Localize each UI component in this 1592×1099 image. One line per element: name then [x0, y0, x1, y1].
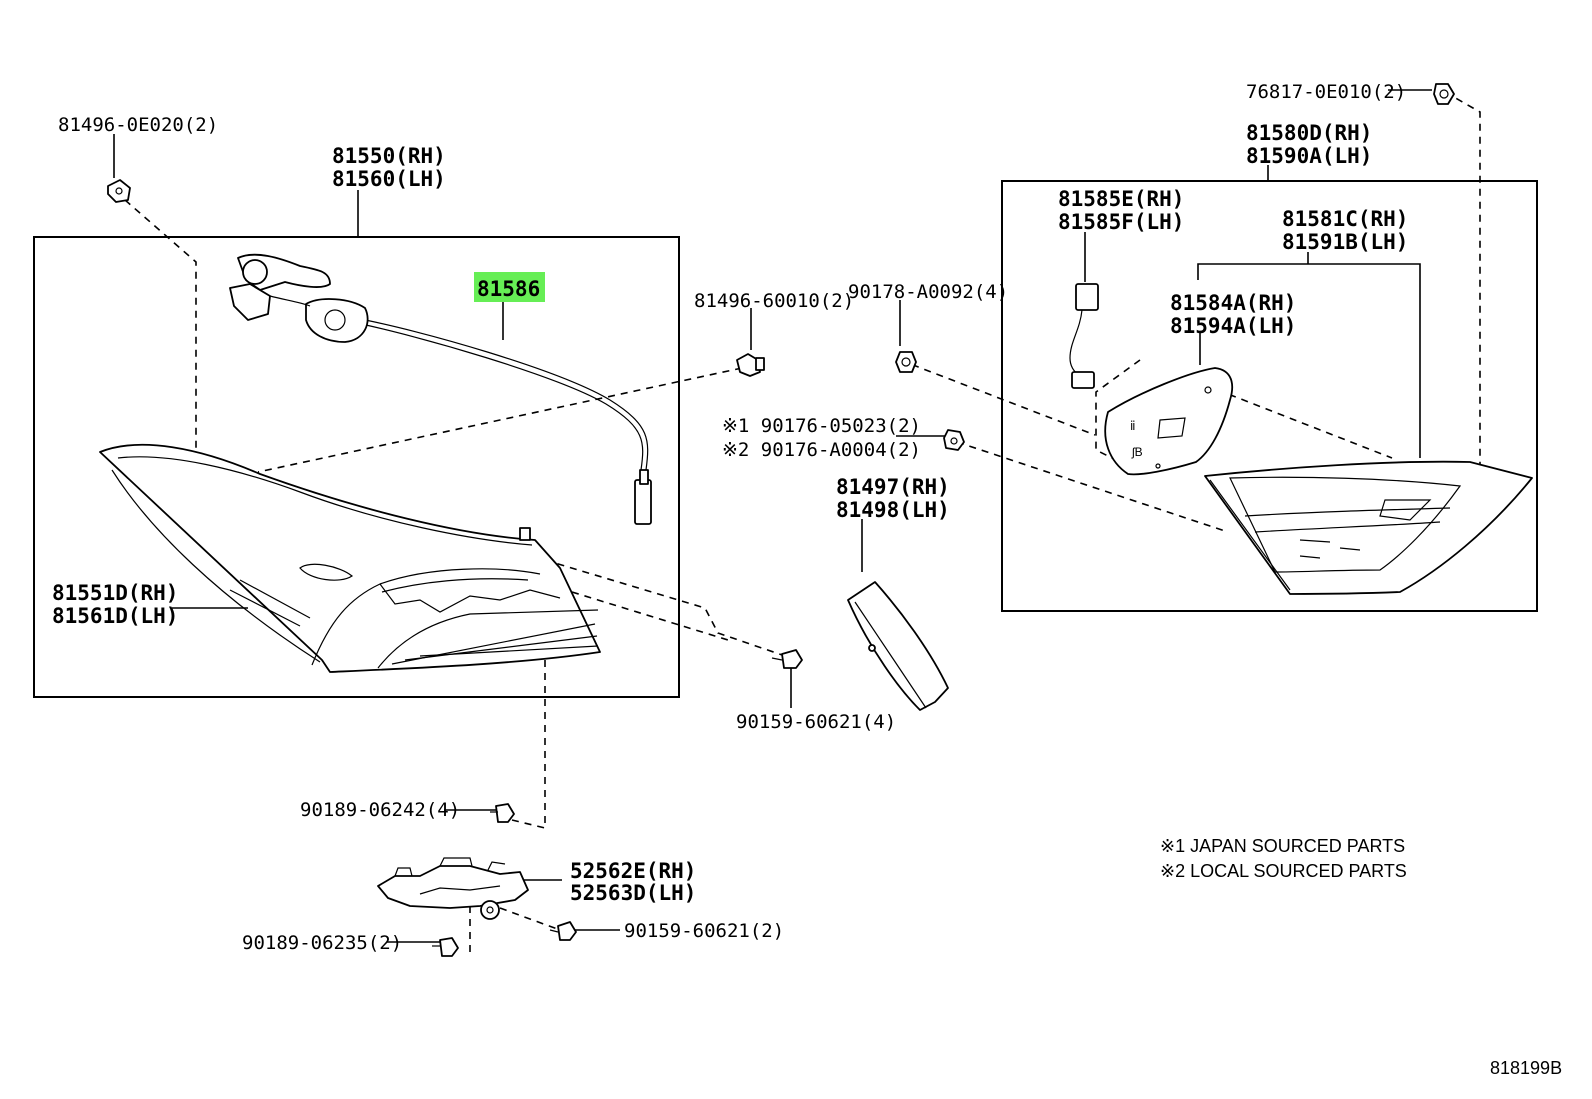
label-81591b[interactable]: 81591B(LH) [1282, 230, 1408, 254]
note-local-sourced: ※2 LOCAL SOURCED PARTS [1160, 861, 1407, 881]
label-90189-06242[interactable]: 90189-06242(4) [300, 799, 460, 821]
part-labels: 81496-0E020(2) 81550(RH) 81560(LH) 81586… [52, 81, 1408, 954]
outer-tail-lamp-assembly [99, 443, 601, 673]
nut-90176-icon [943, 429, 965, 451]
label-52563d[interactable]: 52563D(LH) [570, 881, 696, 905]
label-81581c[interactable]: 81581C(RH) [1282, 207, 1408, 231]
nut-90178-icon [895, 351, 917, 373]
nut-76817-icon [1433, 83, 1455, 105]
label-81550[interactable]: 81550(RH) [332, 144, 446, 168]
note-japan-sourced: ※1 JAPAN SOURCED PARTS [1160, 836, 1405, 856]
label-81590a[interactable]: 81590A(LH) [1246, 144, 1372, 168]
label-81560[interactable]: 81560(LH) [332, 167, 446, 191]
diagram-id: 818199B [1490, 1058, 1562, 1078]
label-76817-0e010[interactable]: 76817-0E010(2) [1246, 81, 1406, 103]
left-assembly-frame [33, 236, 680, 698]
clip-81496-0e020-icon [107, 179, 131, 203]
socket-wire-81585e [1069, 283, 1099, 389]
label-81585e[interactable]: 81585E(RH) [1058, 187, 1184, 211]
label-81585f[interactable]: 81585F(LH) [1058, 210, 1184, 234]
garnish-81497 [847, 581, 949, 711]
label-81497[interactable]: 81497(RH) [836, 475, 950, 499]
svg-text:ⅱ: ⅱ [1130, 419, 1136, 433]
right-assembly-frame [1001, 180, 1538, 612]
label-90189-06235[interactable]: 90189-06235(2) [242, 932, 402, 954]
label-81561d[interactable]: 81561D(LH) [52, 604, 178, 628]
clip-81496-60010-icon [736, 353, 765, 377]
label-81594a[interactable]: 81594A(LH) [1170, 314, 1296, 338]
label-90159-60621-4[interactable]: 90159-60621(4) [736, 711, 896, 733]
screw-90189-06242-icon [490, 803, 515, 823]
label-81496-0e020[interactable]: 81496-0E020(2) [58, 114, 218, 136]
sourcing-notes: ※1 JAPAN SOURCED PARTS ※2 LOCAL SOURCED … [1160, 836, 1407, 881]
label-52562e[interactable]: 52562E(RH) [570, 859, 696, 883]
leader-lines [113, 89, 1432, 943]
screw-90159-2-icon [549, 921, 577, 941]
inner-lamp-assembly [1204, 460, 1533, 595]
label-81580d[interactable]: 81580D(RH) [1246, 121, 1372, 145]
screw-90189-06235-icon [432, 937, 459, 957]
label-90176-05023[interactable]: ※1 90176-05023(2) [722, 415, 921, 437]
dashed-assembly-lines [124, 91, 1481, 955]
svg-text:ʃB: ʃB [1131, 445, 1143, 459]
wire-harness-81586 [229, 253, 652, 525]
label-81584a[interactable]: 81584A(RH) [1170, 291, 1296, 315]
screw-90159-4-icon [771, 649, 803, 669]
label-90178-a0092[interactable]: 90178-A0092(4) [848, 281, 1008, 303]
label-90176-a0004[interactable]: ※2 90176-A0004(2) [722, 439, 921, 461]
fasteners [107, 83, 1455, 957]
part-highlight [474, 272, 545, 302]
label-81586[interactable]: 81586 [477, 277, 540, 301]
label-81496-60010[interactable]: 81496-60010(2) [694, 290, 854, 312]
label-81551d[interactable]: 81551D(RH) [52, 581, 178, 605]
label-90159-60621-2[interactable]: 90159-60621(2) [624, 920, 784, 942]
bracket-52562e [377, 857, 529, 920]
label-81498[interactable]: 81498(LH) [836, 498, 950, 522]
lamp-board-81584a: ⅱ ʃB [1104, 367, 1234, 476]
